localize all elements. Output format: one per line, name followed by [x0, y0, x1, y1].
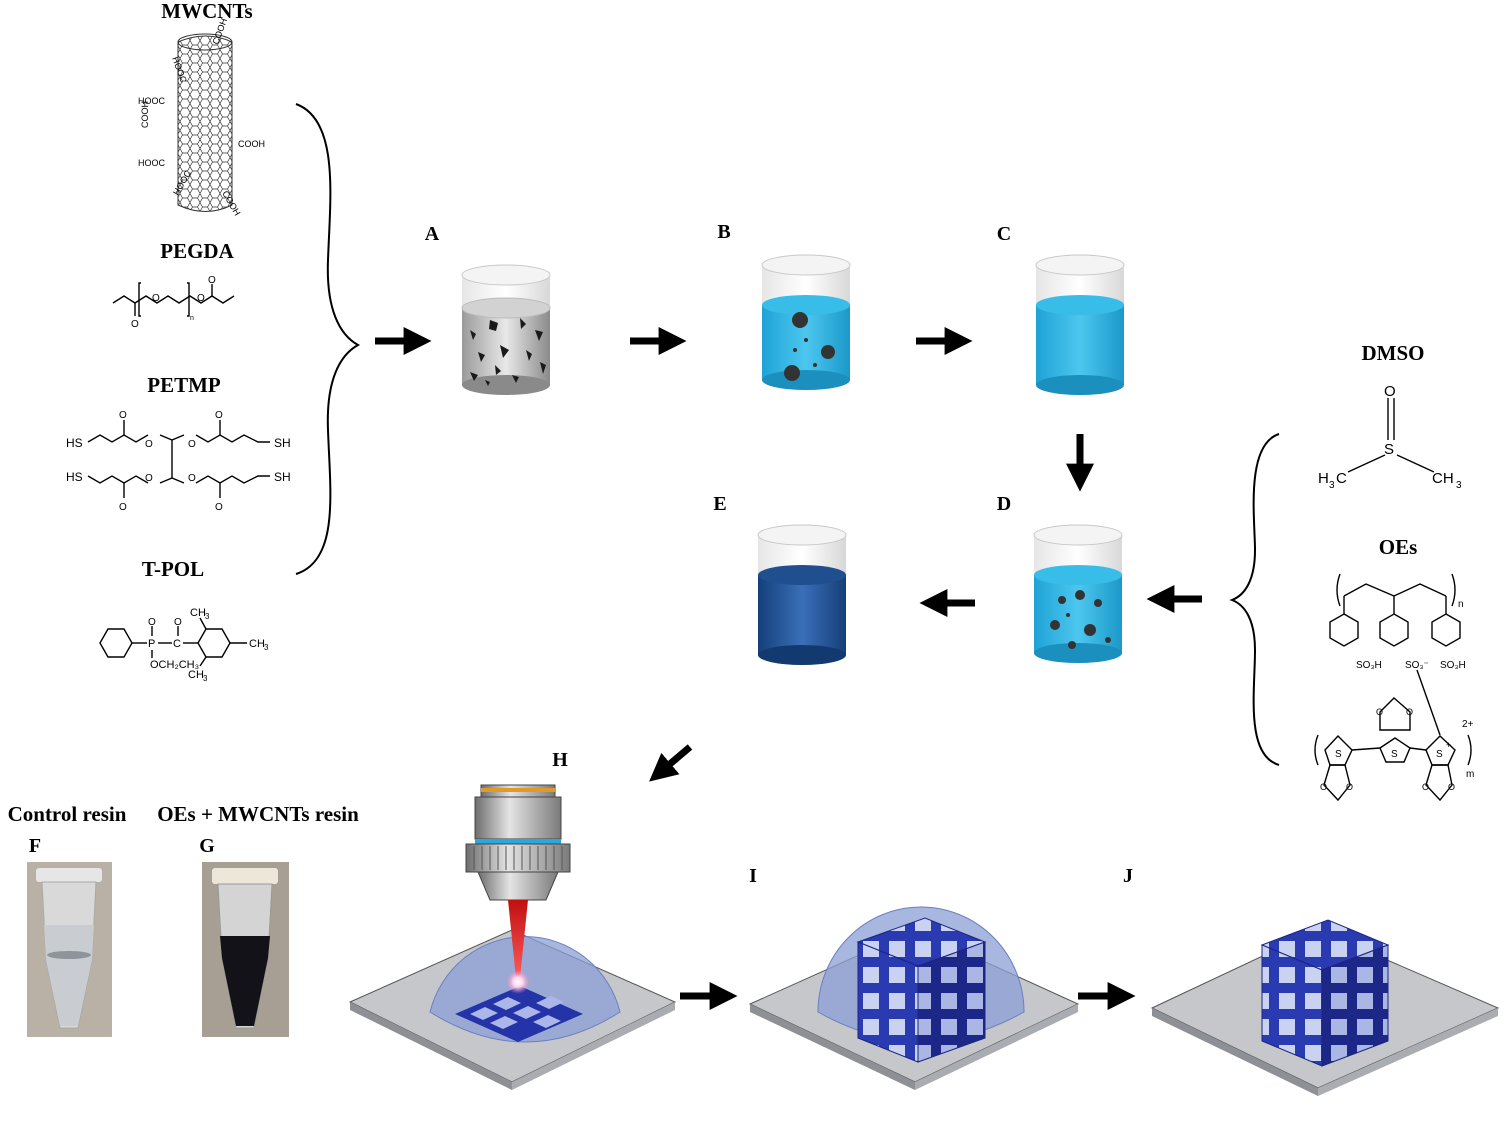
- oes-so3minus: SO₃⁻: [1405, 660, 1429, 671]
- step-a-label: A: [425, 223, 440, 245]
- step-c-label: C: [997, 223, 1011, 245]
- oes-plus: +: [1446, 740, 1451, 750]
- control-resin-label: Control resin: [8, 802, 127, 826]
- tpol-o-1: O: [148, 617, 156, 628]
- slide-i: [748, 906, 1080, 1090]
- photo-control-resin: [27, 862, 112, 1037]
- oes-label: OEs: [1379, 535, 1418, 559]
- oes-o-4: O: [1346, 782, 1353, 792]
- slide-h: [348, 900, 677, 1090]
- cooh-label-3: COOH: [238, 139, 265, 149]
- oes-o-1: O: [1376, 707, 1383, 717]
- oes-o-5: O: [1422, 782, 1429, 792]
- petmp-hs-1: HS: [66, 436, 83, 450]
- tpol-sub-1: 3: [205, 612, 210, 621]
- dmso-label: DMSO: [1362, 341, 1425, 365]
- petmp-o-7: O: [145, 473, 153, 484]
- laser-beam: [508, 900, 528, 978]
- oes-s-3: S: [1436, 749, 1443, 760]
- tpol-structure: P C O O OCH₂CH₃ CH CH CH: [99, 607, 265, 681]
- petmp-hs-2: HS: [66, 470, 83, 484]
- tpol-c: C: [173, 638, 181, 650]
- oes-s-2: S: [1391, 749, 1398, 760]
- petmp-o-6: O: [188, 439, 196, 450]
- tpol-och2ch3: OCH₂CH₃: [150, 659, 199, 671]
- pegda-n: n: [190, 315, 194, 322]
- pegda-o-1: O: [152, 293, 160, 304]
- oes-o-2: O: [1406, 707, 1413, 717]
- step-f-label: F: [29, 835, 41, 857]
- tpol-sub-2: 3: [264, 643, 269, 652]
- mwcnt-structure: COOH HOOC HOOC COOH COOH HOOC HOOC COOH: [138, 17, 265, 217]
- lattice-i: [856, 917, 987, 1063]
- petmp-label: PETMP: [147, 373, 221, 397]
- tpol-p: P: [148, 638, 155, 650]
- right-brace: [1229, 433, 1280, 766]
- petmp-o-3: O: [119, 502, 127, 513]
- petmp-o-4: O: [215, 502, 223, 513]
- oes-charge: 2+: [1462, 719, 1474, 730]
- composite-resin-label: OEs + MWCNTs resin: [157, 802, 359, 826]
- petmp-o-2: O: [215, 410, 223, 421]
- tpol-ch3-2: CH: [249, 638, 265, 650]
- slide-j: [1150, 919, 1500, 1096]
- pegda-o-3: O: [197, 293, 205, 304]
- petmp-o-8: O: [188, 473, 196, 484]
- mwcnts-label: MWCNTs: [161, 0, 252, 23]
- beaker-b: [761, 254, 851, 390]
- beaker-d: [1033, 524, 1123, 663]
- petmp-structure: HS SH HS SH O O O O O O O O: [66, 410, 291, 513]
- oes-structure: n SO₃H SO₃⁻ SO₃H S S S + 2+ m O O O O O …: [1314, 573, 1474, 802]
- photo-composite-resin: [202, 862, 289, 1037]
- step-g-label: G: [199, 835, 215, 857]
- oes-so3h-2: SO₃H: [1440, 660, 1466, 671]
- petmp-sh-1: SH: [274, 436, 291, 450]
- process-arrows: [375, 327, 1202, 1010]
- tpol-o-2: O: [174, 617, 182, 628]
- step-b-label: B: [717, 221, 730, 243]
- step-h-label: H: [552, 749, 568, 771]
- step-j-label: J: [1123, 865, 1133, 887]
- pegda-label: PEGDA: [160, 239, 234, 263]
- hooc-label-2: HOOC: [138, 96, 166, 106]
- dmso-ch3: CH: [1432, 470, 1454, 487]
- oes-n: n: [1458, 599, 1464, 610]
- petmp-o-1: O: [119, 410, 127, 421]
- petmp-sh-2: SH: [274, 470, 291, 484]
- laser-focus: [506, 970, 530, 994]
- beaker-c: [1035, 254, 1125, 395]
- dmso-o: O: [1384, 383, 1396, 400]
- step-e-label: E: [713, 493, 726, 515]
- beaker-a: [461, 264, 551, 395]
- oes-o-3: O: [1320, 782, 1327, 792]
- pegda-structure: O O O O n: [112, 275, 235, 330]
- tpol-ch3-3: CH: [188, 669, 204, 681]
- pegda-o-2: O: [131, 319, 139, 330]
- step-i-label: I: [749, 865, 757, 887]
- hooc-label-3: HOOC: [138, 158, 166, 168]
- oes-s-1: S: [1335, 749, 1342, 760]
- step-d-label: D: [997, 493, 1011, 515]
- oes-so3h-1: SO₃H: [1356, 660, 1382, 671]
- pegda-o-4: O: [208, 275, 216, 286]
- oes-o-6: O: [1448, 782, 1455, 792]
- beaker-e: [757, 524, 847, 665]
- dmso-subc: C: [1336, 470, 1347, 487]
- dmso-structure: O S H CH: [1318, 383, 1454, 487]
- dmso-sub-3b: 3: [1456, 480, 1462, 491]
- tpol-label: T-POL: [142, 557, 204, 581]
- petmp-o-5: O: [145, 439, 153, 450]
- oes-m: m: [1466, 769, 1474, 780]
- cooh-label-2: COOH: [140, 101, 150, 128]
- dmso-sub-3a: 3: [1329, 480, 1335, 491]
- tpol-ch3-1: CH: [190, 607, 206, 619]
- left-brace: [295, 103, 361, 575]
- dmso-s: S: [1384, 441, 1394, 458]
- objective-lens: [465, 784, 571, 901]
- dmso-h3c: H: [1318, 470, 1329, 487]
- lattice-j: [1260, 919, 1390, 1067]
- tpol-sub-3: 3: [203, 674, 208, 683]
